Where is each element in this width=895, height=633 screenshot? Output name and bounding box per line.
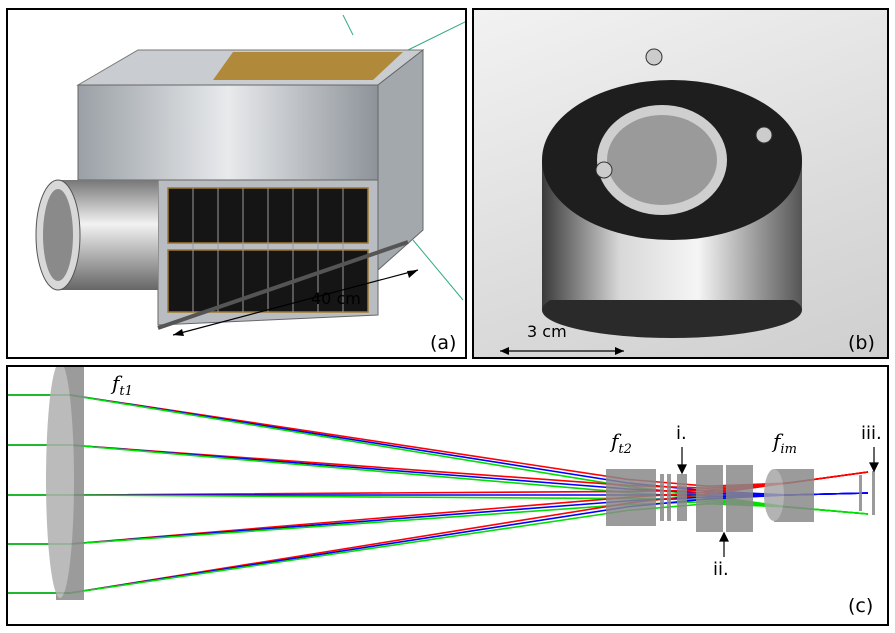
arrow-i-icon [677, 464, 687, 475]
ray-trace-diagram [8, 367, 879, 600]
filter-b [667, 474, 671, 521]
marker-ii: ii. [713, 559, 729, 580]
label-ft1: ft1 [112, 371, 133, 399]
element-i [677, 474, 687, 521]
panel-b-mount-photo: 3 cm (b) [472, 8, 889, 359]
panel-label-a: (a) [430, 332, 457, 354]
panel-c-ray-trace: ft1 ft2 fim i. ii. iii. (c) [6, 365, 889, 626]
detector-iii [872, 471, 875, 515]
scale-label-40cm: 40 cm [311, 289, 361, 308]
filter-a [660, 474, 664, 521]
marker-iii: iii. [861, 423, 882, 444]
optical-elements [46, 367, 875, 600]
panel-a-instrument-photo: 40 cm (a) [6, 8, 467, 359]
arrow-iii-icon [869, 462, 879, 473]
panel-label-b: (b) [848, 332, 875, 354]
element-ii-left [696, 465, 723, 532]
mount-illustration [500, 48, 802, 355]
lens-ft2 [606, 469, 656, 526]
arrow-ii-icon [719, 531, 729, 542]
label-ft2: ft2 [611, 429, 632, 457]
element-ii-right [726, 465, 753, 532]
marker-arrows [677, 447, 879, 557]
marker-i: i. [676, 423, 687, 444]
scale-label-3cm: 3 cm [527, 322, 567, 341]
label-fim: fim [773, 429, 797, 457]
scale-arrow-a [172, 269, 419, 336]
panel-label-c: (c) [848, 595, 874, 617]
lens-ft1-curve [46, 367, 74, 598]
instrument-illustration [35, 14, 465, 336]
detector-window [859, 475, 862, 511]
